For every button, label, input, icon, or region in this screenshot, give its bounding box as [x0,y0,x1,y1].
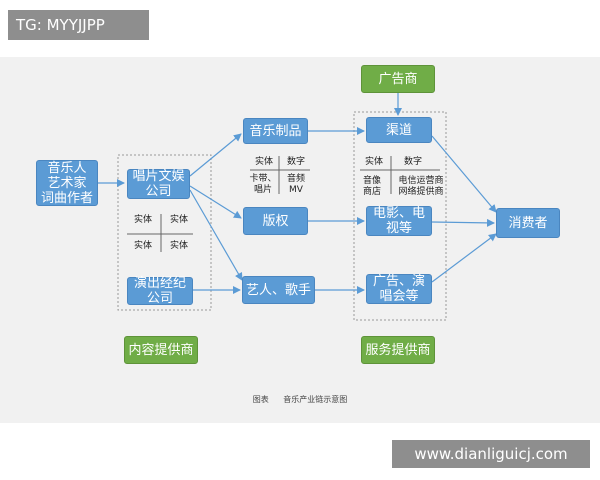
arrow-label-products [189,133,242,177]
node-agency: 演出经纪 公司 [127,276,193,306]
node-record-label: 唱片文娱 公司 [127,169,190,199]
arrow-film-consumer [431,218,495,227]
products-grid-digital-items: 音频 MV [286,174,305,195]
node-consumer: 消费者 [496,208,560,238]
node-ads-concerts: 广告、演 唱会等 [366,274,432,304]
label-grid-tl: 实体 [133,215,152,225]
products-grid-physical-items: 卡带、 唱片 [249,174,277,195]
channel-grid-physical-items: 音像 商店 [362,176,381,197]
arrow-label-singers [189,189,243,281]
node-channel: 渠道 [366,117,432,143]
products-grid-digital: 数字 [286,157,305,167]
watermark-bottom: www.dianliguicj.com [392,440,590,468]
node-advertiser: 广告商 [361,65,435,93]
node-artist: 音乐人 艺术家 词曲作者 [36,160,98,206]
label-grid-bl: 实体 [133,241,152,251]
arrow-channel-consumer [431,135,497,213]
label-grid-tr: 实体 [169,215,188,225]
node-copyright: 版权 [243,207,308,235]
node-singers: 艺人、歌手 [242,276,315,304]
channel-grid-digital: 数字 [403,157,422,167]
channel-grid-physical: 实体 [364,157,383,167]
figure-caption: 图表 音乐产业链示意图 [0,394,600,405]
arrow-ads-consumer [431,233,497,283]
channel-grid-digital-items: 电信运营商 网络提供商 [398,176,444,197]
caption-title: 音乐产业链示意图 [283,395,348,404]
watermark-top: TG: MYYJJPP [8,10,149,40]
arrow-label-copyright [189,185,242,219]
node-content-provider: 内容提供商 [124,336,198,364]
node-service-provider: 服务提供商 [361,336,435,364]
label-grid-br: 实体 [169,241,188,251]
caption-prefix: 图表 [252,395,269,404]
node-products: 音乐制品 [243,118,308,144]
node-film-tv: 电影、电 视等 [366,206,432,236]
products-grid-physical: 实体 [254,157,273,167]
